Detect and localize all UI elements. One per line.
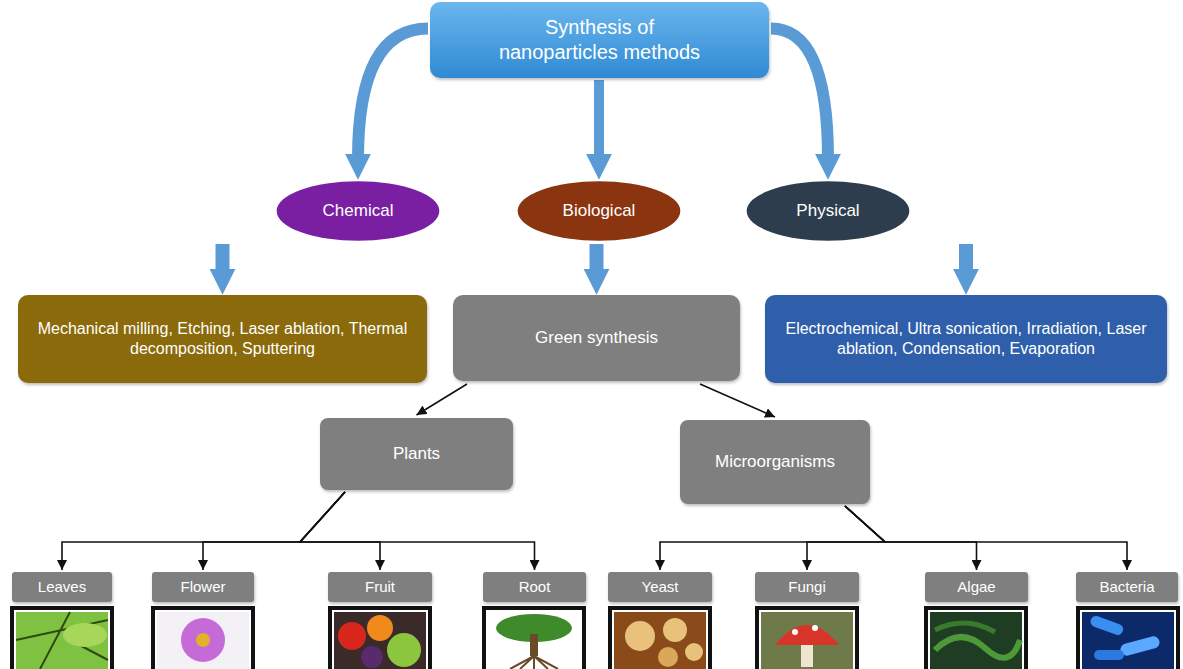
block-arrow xyxy=(216,244,230,274)
method-ellipse: Chemical xyxy=(275,180,441,242)
connector-arrow xyxy=(203,492,345,570)
node-text: Chemical xyxy=(323,200,394,221)
flower-picture xyxy=(151,606,255,669)
ellipse-fill xyxy=(747,181,910,241)
connector-arrow xyxy=(845,506,977,570)
node-text: Synthesis of nanoparticles methods xyxy=(485,15,714,65)
connector-arrow xyxy=(807,506,885,570)
block-arrow xyxy=(959,244,973,274)
fruit-picture xyxy=(328,606,432,669)
source-label: Fungi xyxy=(755,572,859,602)
block-arrow xyxy=(771,29,828,159)
node-text: Microorganisms xyxy=(715,451,835,472)
title-box: Synthesis of nanoparticles methods xyxy=(430,2,769,78)
source-label: Fruit xyxy=(328,572,432,602)
node-text: Leaves xyxy=(38,578,86,597)
connector-arrow xyxy=(62,492,345,570)
ellipse-fill xyxy=(277,181,440,241)
node-text: Algae xyxy=(957,578,995,597)
node-text: Flower xyxy=(180,578,225,597)
connector-arrow xyxy=(300,492,535,570)
block-arrow xyxy=(590,244,604,274)
connector-arrow xyxy=(700,384,775,417)
node-text: Mechanical milling, Etching, Laser ablat… xyxy=(32,319,413,359)
node-text: Green synthesis xyxy=(535,327,658,348)
bacteria-picture xyxy=(1076,606,1180,669)
source-label: Yeast xyxy=(608,572,712,602)
ellipse-fill xyxy=(518,181,681,241)
root-picture xyxy=(482,606,586,669)
method-ellipse: Biological xyxy=(516,180,682,242)
technique-box: Mechanical milling, Etching, Laser ablat… xyxy=(18,295,427,383)
yeast-picture xyxy=(608,606,712,669)
method-ellipse: Physical xyxy=(745,180,911,242)
source-label: Root xyxy=(483,572,586,602)
connector-arrow xyxy=(300,492,380,570)
connector-arrow xyxy=(845,506,1127,570)
node-text: Fruit xyxy=(365,578,395,597)
node-text: Bacteria xyxy=(1099,578,1154,597)
source-label: Algae xyxy=(925,572,1028,602)
node-text: Biological xyxy=(563,200,636,221)
node-text: Physical xyxy=(796,200,859,221)
connector-arrow xyxy=(417,384,468,415)
fungi-picture xyxy=(755,606,859,669)
block-arrow xyxy=(358,29,428,159)
technique-box: Electrochemical, Ultra sonication, Irrad… xyxy=(765,295,1167,383)
node-text: Yeast xyxy=(642,578,679,597)
node-text: Fungi xyxy=(788,578,826,597)
node-text: Electrochemical, Ultra sonication, Irrad… xyxy=(779,319,1153,359)
source-box: Microorganisms xyxy=(680,420,870,504)
node-text: Plants xyxy=(393,443,440,464)
source-box: Plants xyxy=(320,418,513,490)
process-box: Green synthesis xyxy=(453,295,740,381)
leaves-picture xyxy=(10,606,114,669)
source-label: Flower xyxy=(152,572,254,602)
node-text: Root xyxy=(519,578,551,597)
block-arrow xyxy=(594,80,604,159)
source-label: Bacteria xyxy=(1076,572,1178,602)
connector-arrow xyxy=(660,506,885,570)
source-label: Leaves xyxy=(12,572,112,602)
algae-picture xyxy=(924,606,1028,669)
